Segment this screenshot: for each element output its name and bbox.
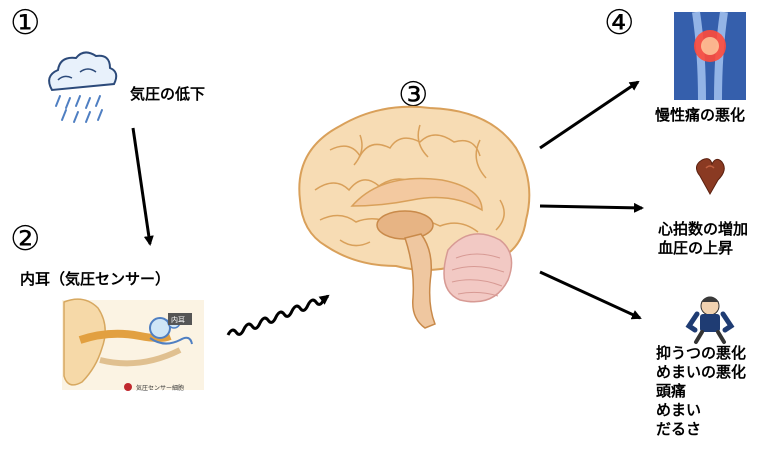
step-4-number: ④: [604, 3, 635, 43]
effect-dizziness: めまい: [656, 401, 702, 419]
effect-heart-rate: 心拍数の増加: [658, 220, 749, 238]
inner-ear-label: 内耳（気圧センサー）: [20, 270, 171, 288]
arrow-brain-to-mood: [539, 270, 642, 320]
arrow-pressure-to-ear: [131, 127, 154, 246]
effects-pain-list: 慢性痛の悪化: [655, 106, 745, 125]
ear-tag-label: 内耳: [171, 315, 185, 324]
knee-pain-icon: [674, 11, 746, 101]
ear-caption-label: 気圧センサー細胞: [136, 384, 184, 392]
step-1-number: ①: [10, 3, 41, 43]
step-2-number: ②: [10, 219, 41, 259]
pressure-drop-label: 気圧の低下: [130, 85, 206, 103]
effect-depression: 抑うつの悪化: [656, 344, 747, 362]
wavy-arrow-ear-to-brain: [226, 294, 330, 336]
effect-headache: 頭痛: [656, 382, 687, 400]
arrow-brain-to-heart: [539, 202, 644, 213]
effect-dizziness-worse: めまいの悪化: [656, 363, 747, 381]
inner-ear-illustration: [62, 298, 204, 391]
effects-heart-list: 心拍数の増加 血圧の上昇: [658, 220, 748, 258]
rain-cloud-icon: [48, 51, 118, 123]
effect-chronic-pain: 慢性痛の悪化: [655, 106, 746, 124]
effect-fatigue: だるさ: [656, 420, 702, 438]
stressed-person-icon: [685, 296, 735, 344]
brain-illustration: [298, 105, 531, 329]
arrow-brain-to-pain: [539, 80, 640, 150]
effects-mood-list: 抑うつの悪化 めまいの悪化 頭痛 めまい だるさ: [656, 344, 746, 439]
heart-icon: [696, 158, 725, 196]
effect-blood-pressure: 血圧の上昇: [658, 239, 734, 257]
